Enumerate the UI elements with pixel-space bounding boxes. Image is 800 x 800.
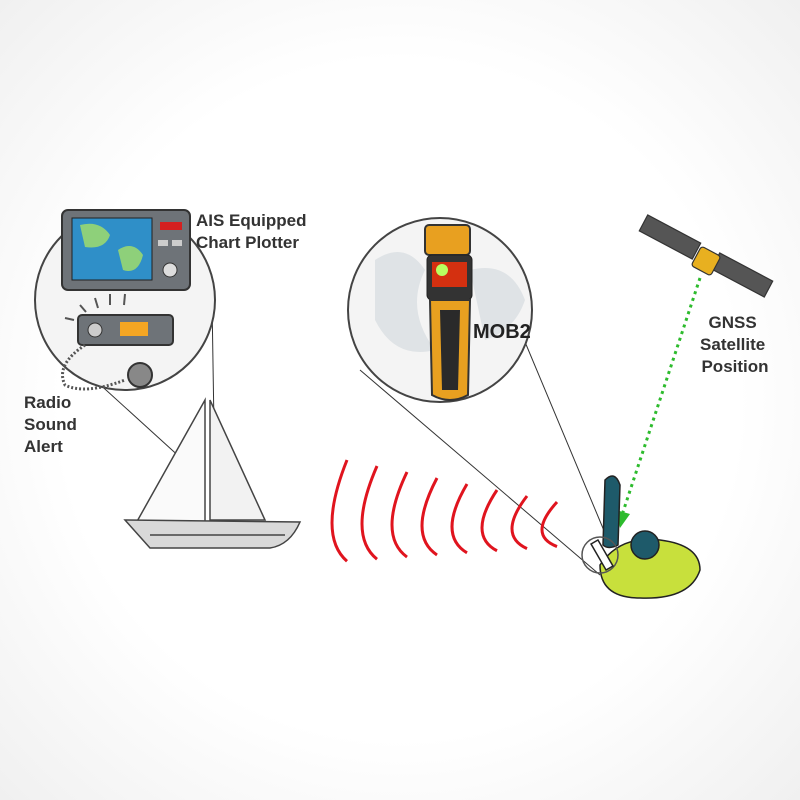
strobe-light-icon	[436, 264, 448, 276]
chart-plotter-label: AIS Equipped Chart Plotter	[196, 211, 311, 252]
sailboat-icon	[123, 397, 302, 549]
gnss-label: GNSS Satellite Position	[700, 313, 770, 376]
signal-wave-arc	[390, 471, 409, 559]
chart-plotter-zoom-circle	[34, 209, 216, 391]
mob-device-zoom-circle	[347, 217, 533, 403]
signal-wave-arc	[330, 459, 349, 563]
radio-signal-waves	[330, 459, 559, 563]
sound-waves-icon	[64, 293, 126, 321]
signal-wave-arc	[360, 465, 379, 561]
signal-wave-arc	[420, 477, 439, 557]
vhf-radio-icon	[61, 293, 174, 391]
mob2-label: MOB2	[473, 321, 531, 343]
signal-wave-arc	[510, 495, 529, 551]
radio-alert-label: Radio Sound Alert	[24, 393, 82, 456]
device-callout-lines	[359, 329, 611, 576]
signal-wave-arc	[540, 500, 559, 548]
mob2-device-icon	[424, 224, 473, 401]
person-overboard-icon	[581, 475, 701, 599]
chart-plotter-icon	[61, 209, 191, 291]
gnss-signal-line	[620, 277, 702, 516]
signal-wave-arc	[450, 483, 469, 555]
signal-wave-arc	[480, 489, 499, 553]
satellite-icon	[638, 214, 774, 298]
